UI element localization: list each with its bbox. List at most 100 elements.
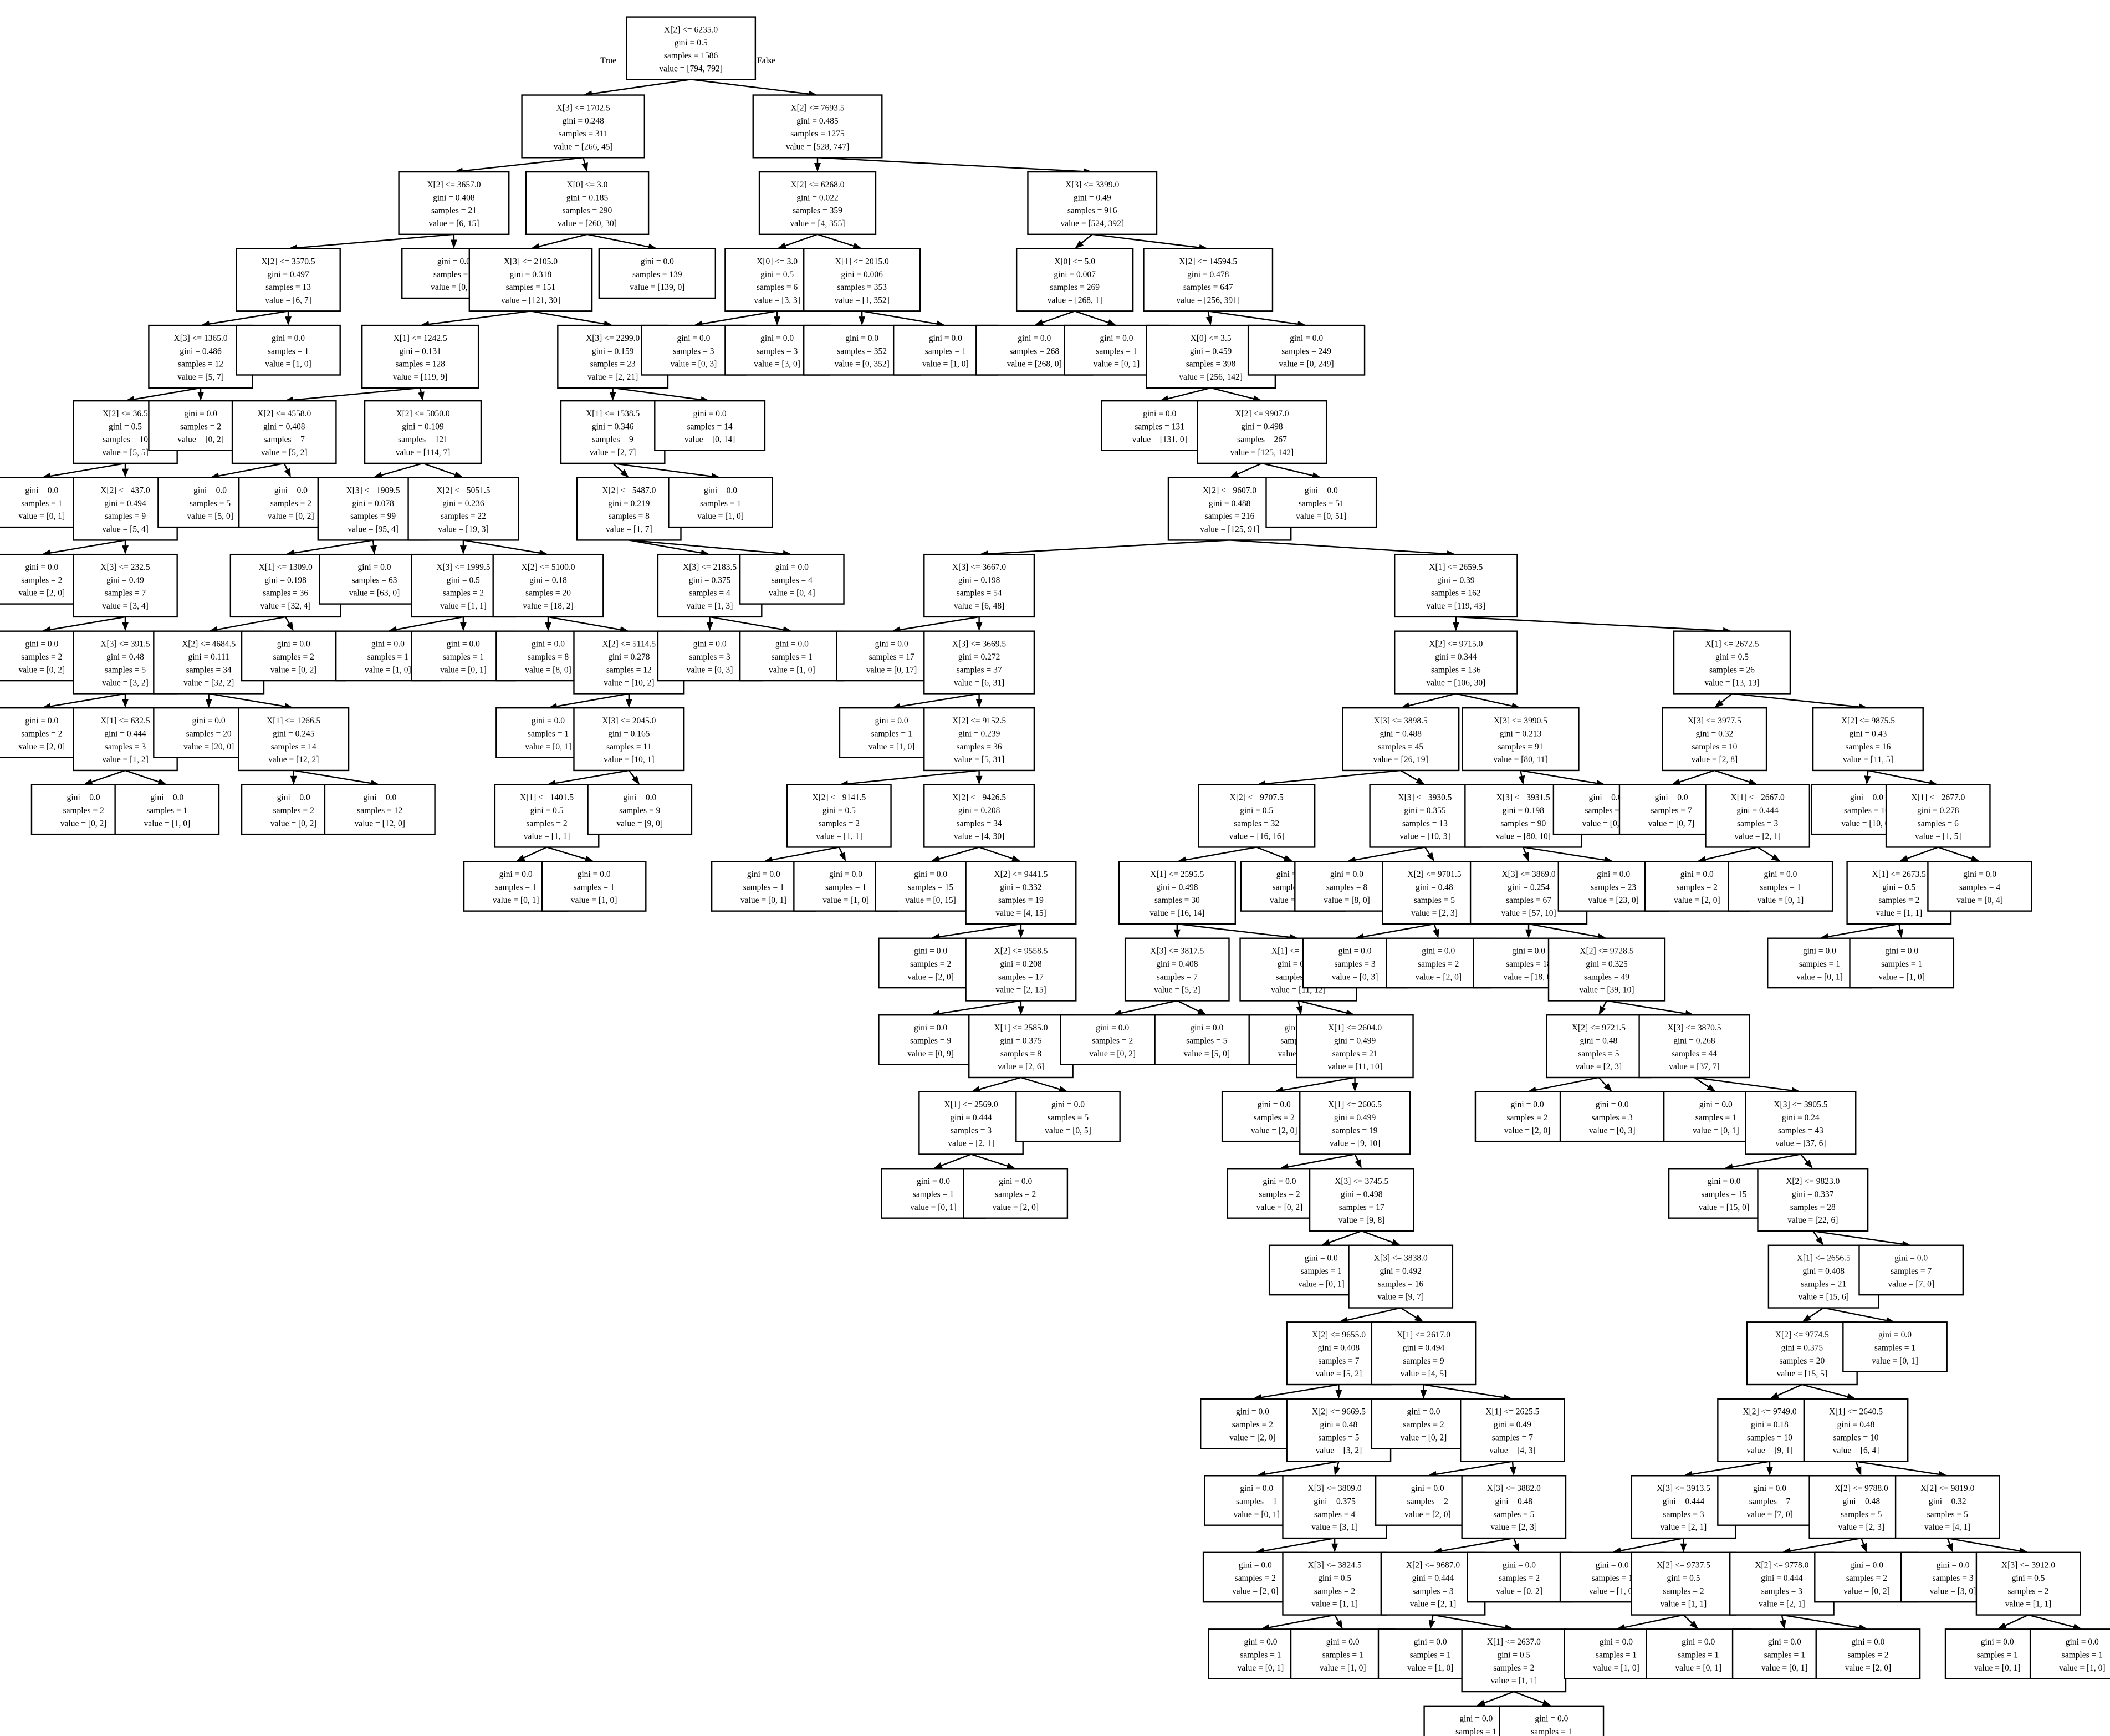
edge-70-82 bbox=[125, 769, 159, 783]
edge-106-117 bbox=[1363, 923, 1435, 938]
node-line: samples = 16 bbox=[1845, 742, 1891, 752]
node-line: samples = 10 bbox=[103, 435, 148, 445]
node-line: samples = 2 bbox=[1418, 959, 1459, 969]
node-line: samples = 2 bbox=[1407, 1497, 1448, 1507]
node-box bbox=[654, 400, 766, 451]
arrowhead-98 bbox=[584, 855, 594, 862]
node-line: samples = 131 bbox=[1135, 422, 1184, 431]
node-line: gini = 0.5 bbox=[109, 422, 142, 431]
edge-85-98 bbox=[546, 846, 586, 860]
node-line: value = [2, 3] bbox=[1490, 1523, 1537, 1532]
node-line: samples = 13 bbox=[1402, 819, 1448, 828]
edge-124-132 bbox=[1020, 1076, 1060, 1090]
arrowhead-139 bbox=[933, 1162, 943, 1169]
node-line: value = [1, 0] bbox=[697, 512, 744, 521]
node-line: samples = 5 bbox=[1927, 1510, 1968, 1519]
node-line: value = [2, 0] bbox=[1845, 1663, 1892, 1673]
edge-43-54 bbox=[1229, 539, 1447, 555]
node-box bbox=[1662, 707, 1767, 772]
node-box bbox=[1282, 1475, 1388, 1539]
arrowhead-144 bbox=[1804, 1160, 1813, 1169]
node-line: samples = 63 bbox=[352, 575, 397, 585]
edge-5-11 bbox=[785, 233, 818, 247]
edge-34-44 bbox=[1261, 462, 1313, 477]
node-line: value = [125, 91] bbox=[1200, 525, 1259, 534]
node-line: samples = 4 bbox=[772, 575, 813, 585]
node-line: samples = 268 bbox=[1009, 346, 1059, 356]
node-line: value = [1, 0] bbox=[365, 665, 411, 675]
node-line: X[2] <= 5050.0 bbox=[396, 409, 449, 418]
node-line: X[3] <= 232.5 bbox=[100, 563, 150, 572]
node-box bbox=[236, 324, 341, 376]
node-line: gini = 0.478 bbox=[1187, 270, 1229, 279]
arrowhead-63 bbox=[706, 622, 713, 631]
node-box bbox=[1299, 1091, 1411, 1155]
edge-138-144 bbox=[1800, 1153, 1808, 1162]
edge-41-52 bbox=[629, 539, 784, 554]
node-line: samples = 14 bbox=[271, 742, 316, 752]
edge-131-140 bbox=[970, 1153, 1008, 1167]
node-box bbox=[1197, 400, 1327, 464]
node-line: gini = 0.219 bbox=[608, 499, 650, 508]
node-line: gini = 0.0 bbox=[358, 563, 391, 572]
edge-85-97 bbox=[523, 846, 548, 859]
node-line: value = [0, 1] bbox=[1974, 1663, 2021, 1673]
arrowhead-8 bbox=[450, 239, 457, 249]
edge-172-181 bbox=[1624, 1614, 1684, 1628]
node-line: samples = 2 bbox=[1507, 1113, 1548, 1122]
arrowhead-162 bbox=[1509, 1466, 1516, 1476]
node-line: gini = 0.131 bbox=[399, 346, 441, 356]
node-box bbox=[1348, 1244, 1454, 1309]
node-line: X[3] <= 3912.0 bbox=[2001, 1561, 2055, 1570]
arrowhead-174 bbox=[1860, 1543, 1867, 1553]
node-line: samples = 2 bbox=[1235, 1574, 1276, 1583]
node-line: samples = 45 bbox=[1378, 742, 1423, 752]
node-line: X[0] <= 3.0 bbox=[757, 257, 798, 266]
node-line: gini = 0.498 bbox=[1156, 882, 1198, 892]
node-line: value = [0, 352] bbox=[835, 360, 890, 369]
node-line: gini = 0.0 bbox=[1503, 1561, 1536, 1570]
edge-72-84 bbox=[293, 769, 371, 784]
node-line: samples = 8 bbox=[1000, 1049, 1041, 1059]
node-line: samples = 8 bbox=[1326, 882, 1367, 892]
node-line: X[1] <= 1309.0 bbox=[259, 563, 313, 572]
node-line: X[2] <= 9426.5 bbox=[952, 793, 1006, 803]
node-line: samples = 1 bbox=[871, 729, 912, 738]
node-line: gini = 0.0 bbox=[193, 486, 227, 496]
node-line: value = [1, 1] bbox=[1661, 1600, 1707, 1609]
arrowhead-178 bbox=[1335, 1620, 1343, 1630]
node-line: gini = 0.5 bbox=[1497, 1651, 1530, 1660]
node-line: value = [0, 15] bbox=[905, 896, 956, 905]
edge-154-159 bbox=[1265, 1461, 1339, 1475]
node-line: X[1] <= 1401.5 bbox=[520, 793, 574, 803]
edge-80-95 bbox=[1867, 770, 1869, 776]
node-line: gini = 0.0 bbox=[1239, 1561, 1272, 1570]
arrowhead-187 bbox=[1476, 1699, 1486, 1706]
node-line: samples = 1 bbox=[268, 346, 309, 356]
node-line: samples = 5 bbox=[1578, 1049, 1619, 1059]
node-box bbox=[1282, 1551, 1388, 1616]
node-line: samples = 3 bbox=[1737, 819, 1778, 828]
edge-165-174 bbox=[1861, 1538, 1864, 1545]
node-line: value = [2, 1] bbox=[1759, 1600, 1805, 1609]
node-line: samples = 5 bbox=[1318, 1433, 1359, 1442]
arrowhead-30 bbox=[417, 391, 425, 401]
node-line: value = [131, 0] bbox=[1132, 435, 1187, 445]
node-line: value = [2, 0] bbox=[1229, 1433, 1276, 1442]
edge-67-78 bbox=[1455, 693, 1513, 707]
node-line: X[3] <= 3809.0 bbox=[1308, 1484, 1362, 1493]
arrowhead-126 bbox=[1197, 1008, 1207, 1015]
node-line: value = [0, 2] bbox=[270, 819, 317, 828]
node-line: X[2] <= 9152.5 bbox=[952, 716, 1006, 726]
node-line: samples = 23 bbox=[1591, 882, 1636, 892]
node-line: gini = 0.078 bbox=[352, 499, 394, 508]
